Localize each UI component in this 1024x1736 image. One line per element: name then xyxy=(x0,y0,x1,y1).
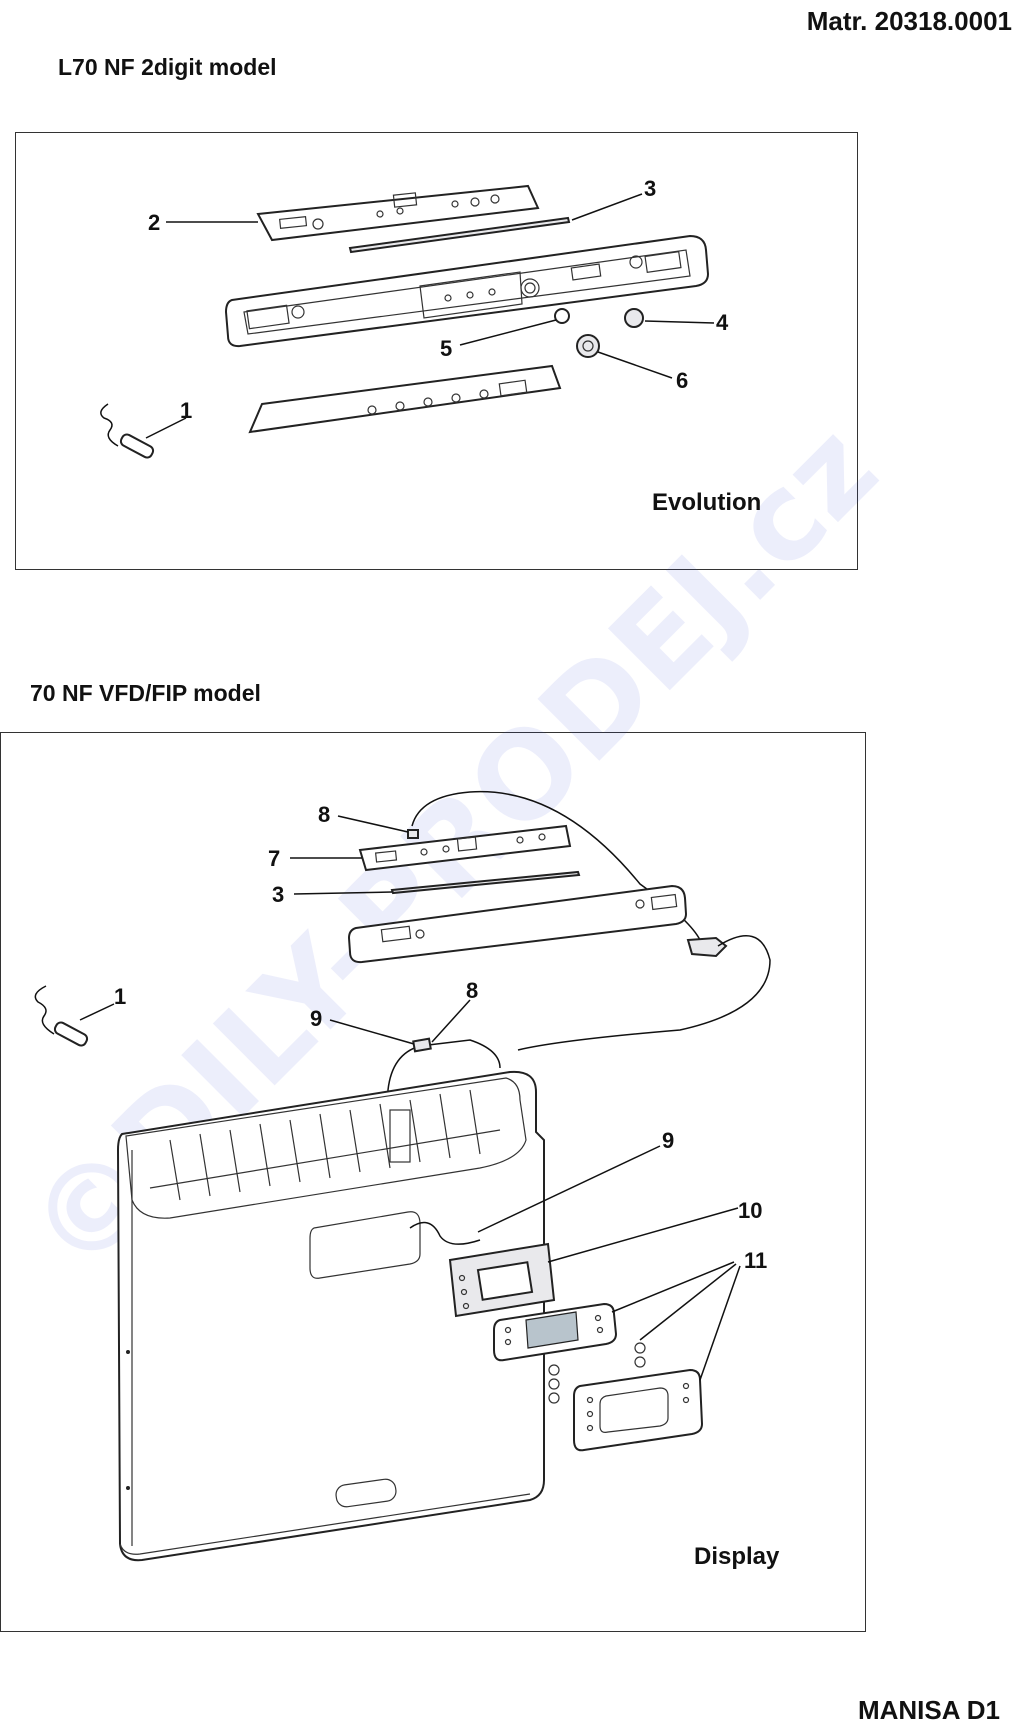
cable-right xyxy=(517,935,771,1051)
connector-9-part xyxy=(412,1037,432,1053)
cable-display xyxy=(409,1221,481,1245)
display-parts xyxy=(34,790,771,1562)
spring-part xyxy=(554,308,570,324)
callout-2: 2 xyxy=(148,210,160,235)
callout-3-display: 3 xyxy=(272,882,284,907)
section2-title: 70 NF VFD/FIP model xyxy=(30,680,261,706)
probe-wire xyxy=(100,403,119,447)
document-code: Matr. 20318.0001 xyxy=(806,6,1012,36)
callout-9-right: 9 xyxy=(662,1128,674,1153)
callout-9-left: 9 xyxy=(310,1006,322,1031)
footer-model: MANISA D1 xyxy=(857,1695,1000,1725)
probe-part-2 xyxy=(53,1021,89,1047)
connector-part xyxy=(407,829,419,839)
callout-3: 3 xyxy=(644,176,656,201)
display-bar-part xyxy=(347,884,688,964)
clip-part xyxy=(686,936,728,958)
callout-1: 1 xyxy=(180,398,192,423)
strip-part xyxy=(348,216,571,254)
callout-4: 4 xyxy=(716,310,729,335)
section1-title: L70 NF 2digit model xyxy=(58,54,277,80)
strip-part-2 xyxy=(390,870,581,895)
callout-8-mid: 8 xyxy=(466,978,478,1003)
callout-8-top: 8 xyxy=(318,802,330,827)
callout-5: 5 xyxy=(440,336,452,361)
probe-wire-2 xyxy=(34,985,55,1035)
caption-evolution: Evolution xyxy=(652,489,761,516)
front-frame-part xyxy=(224,234,710,348)
cap-part xyxy=(624,308,644,328)
knob-part xyxy=(576,334,600,358)
vfd-board-part xyxy=(358,824,572,872)
probe-part xyxy=(119,433,155,459)
bezel-part xyxy=(573,1368,704,1452)
diagram-frame-evolution xyxy=(15,132,858,570)
caption-display: Display xyxy=(694,1543,780,1570)
callout-10: 10 xyxy=(738,1198,762,1223)
callout-1-display: 1 xyxy=(114,984,126,1009)
housing-part xyxy=(116,1070,545,1562)
bottom-panel-part xyxy=(248,364,562,434)
callout-7: 7 xyxy=(268,846,280,871)
callout-11: 11 xyxy=(744,1248,767,1273)
diagram-frame-display xyxy=(0,732,866,1632)
evolution-parts xyxy=(100,184,715,459)
callout-6: 6 xyxy=(676,368,688,393)
